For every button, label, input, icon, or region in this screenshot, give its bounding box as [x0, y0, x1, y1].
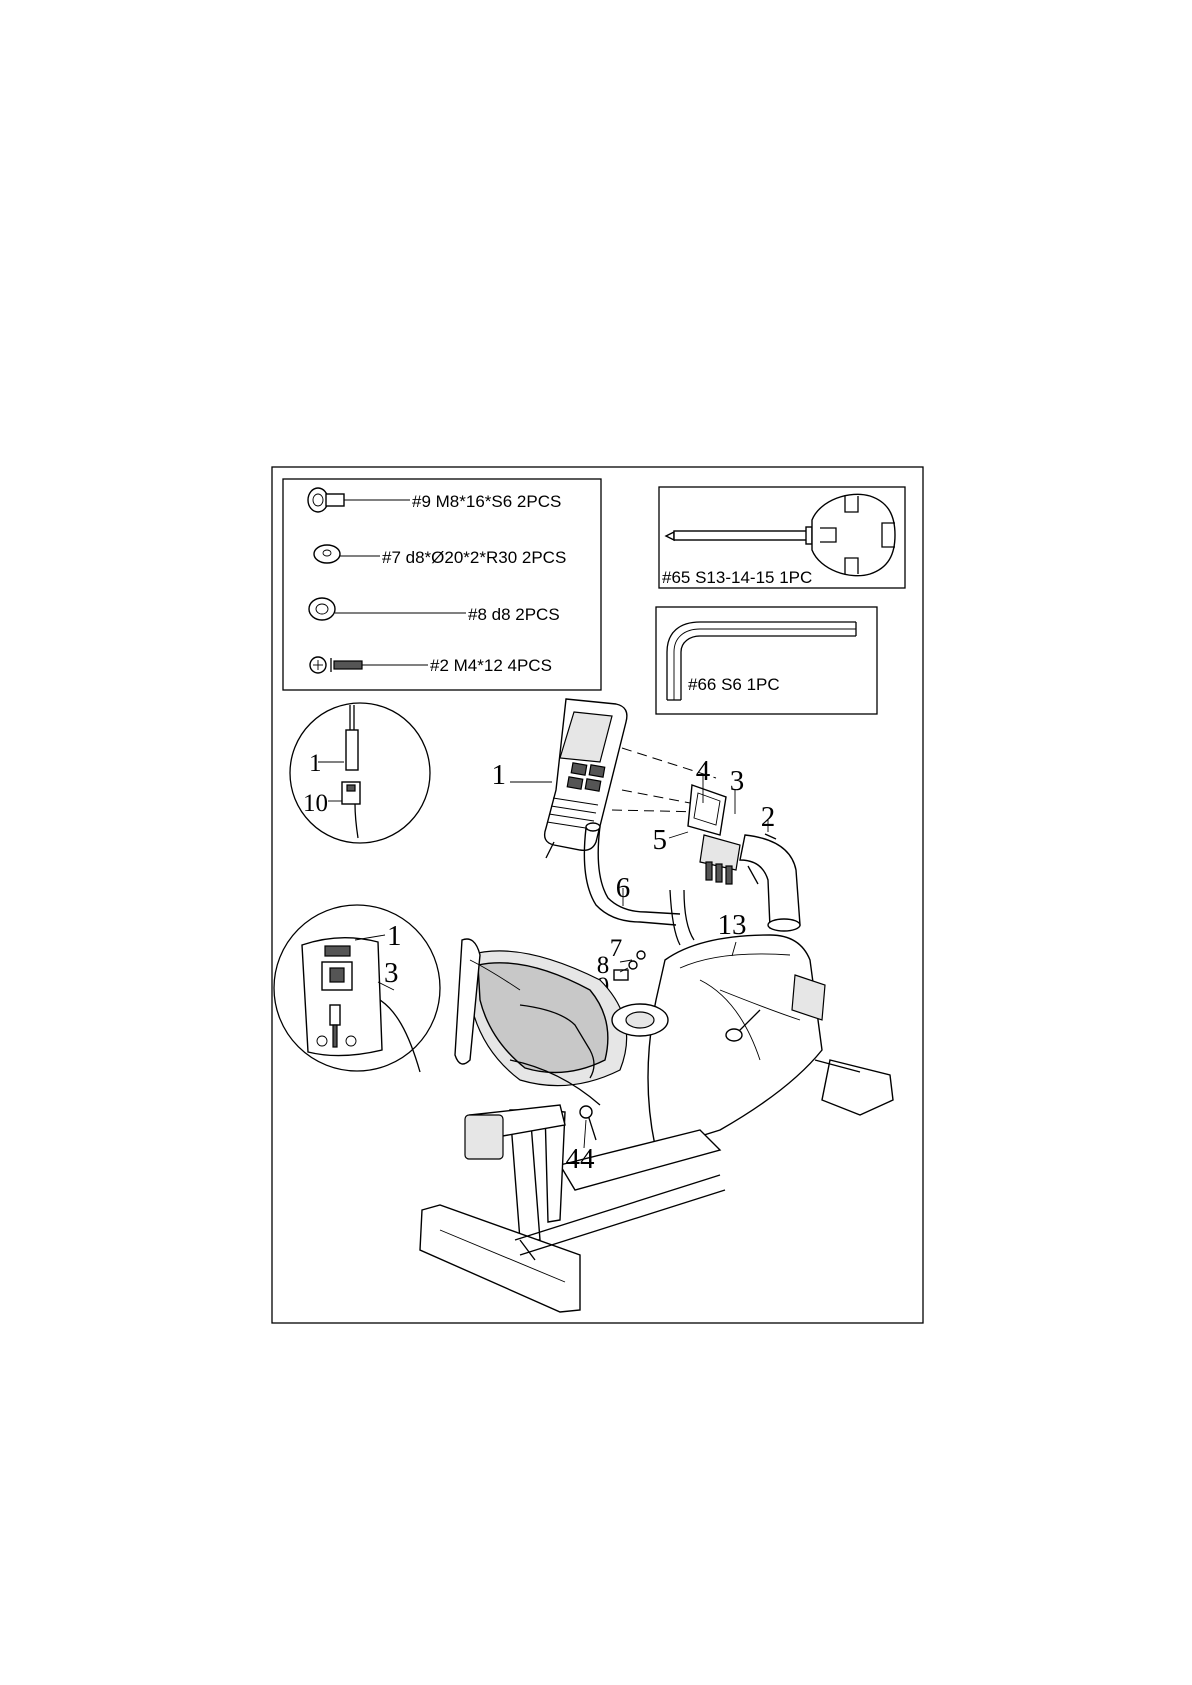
- bike-frame-drawing: 13 44: [420, 835, 893, 1312]
- spring-washer-icon: [309, 598, 335, 620]
- spring-washer-spec: #8 d8 2PCS: [468, 605, 560, 624]
- wrench-spec: #65 S13-14-15 1PC: [662, 568, 812, 587]
- wrench-box: #65 S13-14-15 1PC: [659, 487, 905, 588]
- hardware-box: #9 M8*16*S6 2PCS #7 d8*Ø20*2*R30 2PCS #8…: [283, 479, 601, 690]
- callout-detail-top-a: 1: [309, 750, 322, 777]
- curved-washer-spec: #7 d8*Ø20*2*R30 2PCS: [382, 548, 566, 567]
- callout-handlebar: 6: [616, 872, 631, 904]
- allen-key-spec: #66 S6 1PC: [688, 675, 780, 694]
- curved-washer-icon: [314, 545, 340, 563]
- callout-frame: 13: [718, 909, 747, 941]
- bolt-icon: [308, 488, 344, 512]
- screw-spec: #2 M4*12 4PCS: [430, 656, 552, 675]
- callout-screw: 2: [761, 801, 776, 833]
- callout-bracket-plate: 5: [653, 824, 668, 856]
- callout-knob: 44: [566, 1143, 596, 1175]
- connector-detail-circle: 1 10: [290, 703, 430, 843]
- callout-console: 1: [492, 759, 507, 791]
- bolt-spec: #9 M8*16*S6 2PCS: [412, 492, 561, 511]
- screw-icon: [310, 657, 362, 673]
- callout-bracket: 4: [696, 755, 711, 787]
- allen-key-box: #66 S6 1PC: [656, 607, 877, 714]
- callout-detail-top-b: 10: [303, 790, 328, 817]
- callout-cable: 3: [730, 765, 745, 797]
- console-back-detail-circle: 1 3: [274, 905, 440, 1072]
- diagram-border: [272, 467, 923, 1323]
- wrench-icon: [666, 494, 895, 575]
- callout-detail-bottom-a: 1: [387, 920, 402, 952]
- callout-curved-washer: 7: [610, 935, 623, 962]
- console-drawing: 1: [492, 699, 627, 858]
- callout-detail-bottom-b: 3: [384, 957, 399, 989]
